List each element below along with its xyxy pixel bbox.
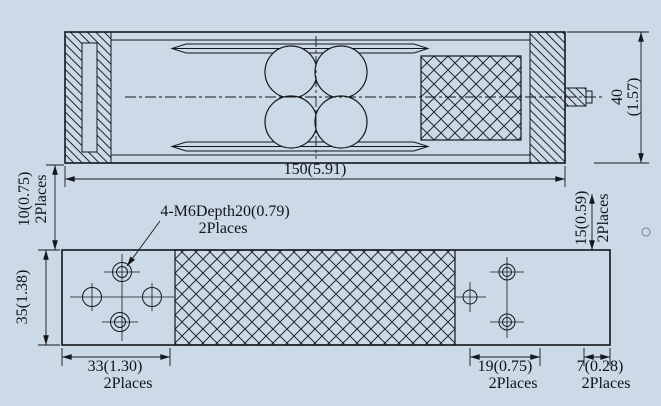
mounting-hole-bottom [110, 312, 130, 332]
panel-hole-marker [641, 227, 651, 237]
dim-note-edge7: 2Places [582, 375, 631, 392]
dim-label-edge7: 7(0.28) [577, 358, 624, 375]
right-top-hole [498, 263, 516, 281]
protective-boot-crosshatch [420, 55, 522, 141]
plan-view [61, 249, 611, 346]
right-center-hole [462, 289, 478, 305]
mounting-hole-bottom-thread [114, 316, 126, 328]
dim-label-offset15: 15(0.59) [573, 191, 590, 246]
dim-note-span19: 2Places [489, 375, 538, 392]
mounting-hole-top-thread [116, 266, 128, 278]
right-bottom-hole [498, 313, 516, 331]
mounting-hole-right [142, 287, 162, 307]
thread-callout-label: 4-M6Depth20(0.79) [160, 203, 289, 220]
side-view [64, 31, 602, 164]
dim-note-offset10: 2Places [33, 175, 50, 224]
right-section-hatch [529, 31, 566, 164]
right-bottom-hole-thread [502, 317, 512, 327]
right-top-hole-thread [502, 267, 512, 277]
thread-callout-leader [126, 220, 161, 267]
flexure-bore-bottom-left [264, 95, 318, 149]
mounting-hole-left [82, 287, 102, 307]
plan-view-dimensions: 10(0.75) 2Places 35(1.38) 4-M6Depth20(0.… [14, 164, 631, 392]
dim-label-length: 150(5.91) [284, 161, 347, 178]
flexure-bore-top-right [314, 45, 368, 99]
dim-label-width: 35(1.38) [14, 270, 31, 325]
dim-note-span33: 2Places [104, 375, 153, 392]
dim-label-span19: 19(0.75) [478, 358, 533, 375]
dim-note-offset15: 2Places [595, 194, 612, 243]
dim-label-height-in: (1.57) [625, 78, 642, 117]
plan-crosshatch [174, 249, 456, 346]
mounting-hole-top [112, 262, 132, 282]
flexure-bore-bottom-right [314, 95, 368, 149]
flexure-bore-top-left [264, 45, 318, 99]
left-section-slot [81, 42, 98, 153]
thread-callout-note: 2Places [199, 220, 248, 237]
dim-label-span33: 33(1.30) [88, 358, 143, 375]
dim-label-offset10: 10(0.75) [16, 172, 33, 227]
dim-label-height-mm: 40 [609, 89, 626, 105]
side-view-dimensions: 150(5.91) 40 (1.57) [64, 31, 649, 187]
